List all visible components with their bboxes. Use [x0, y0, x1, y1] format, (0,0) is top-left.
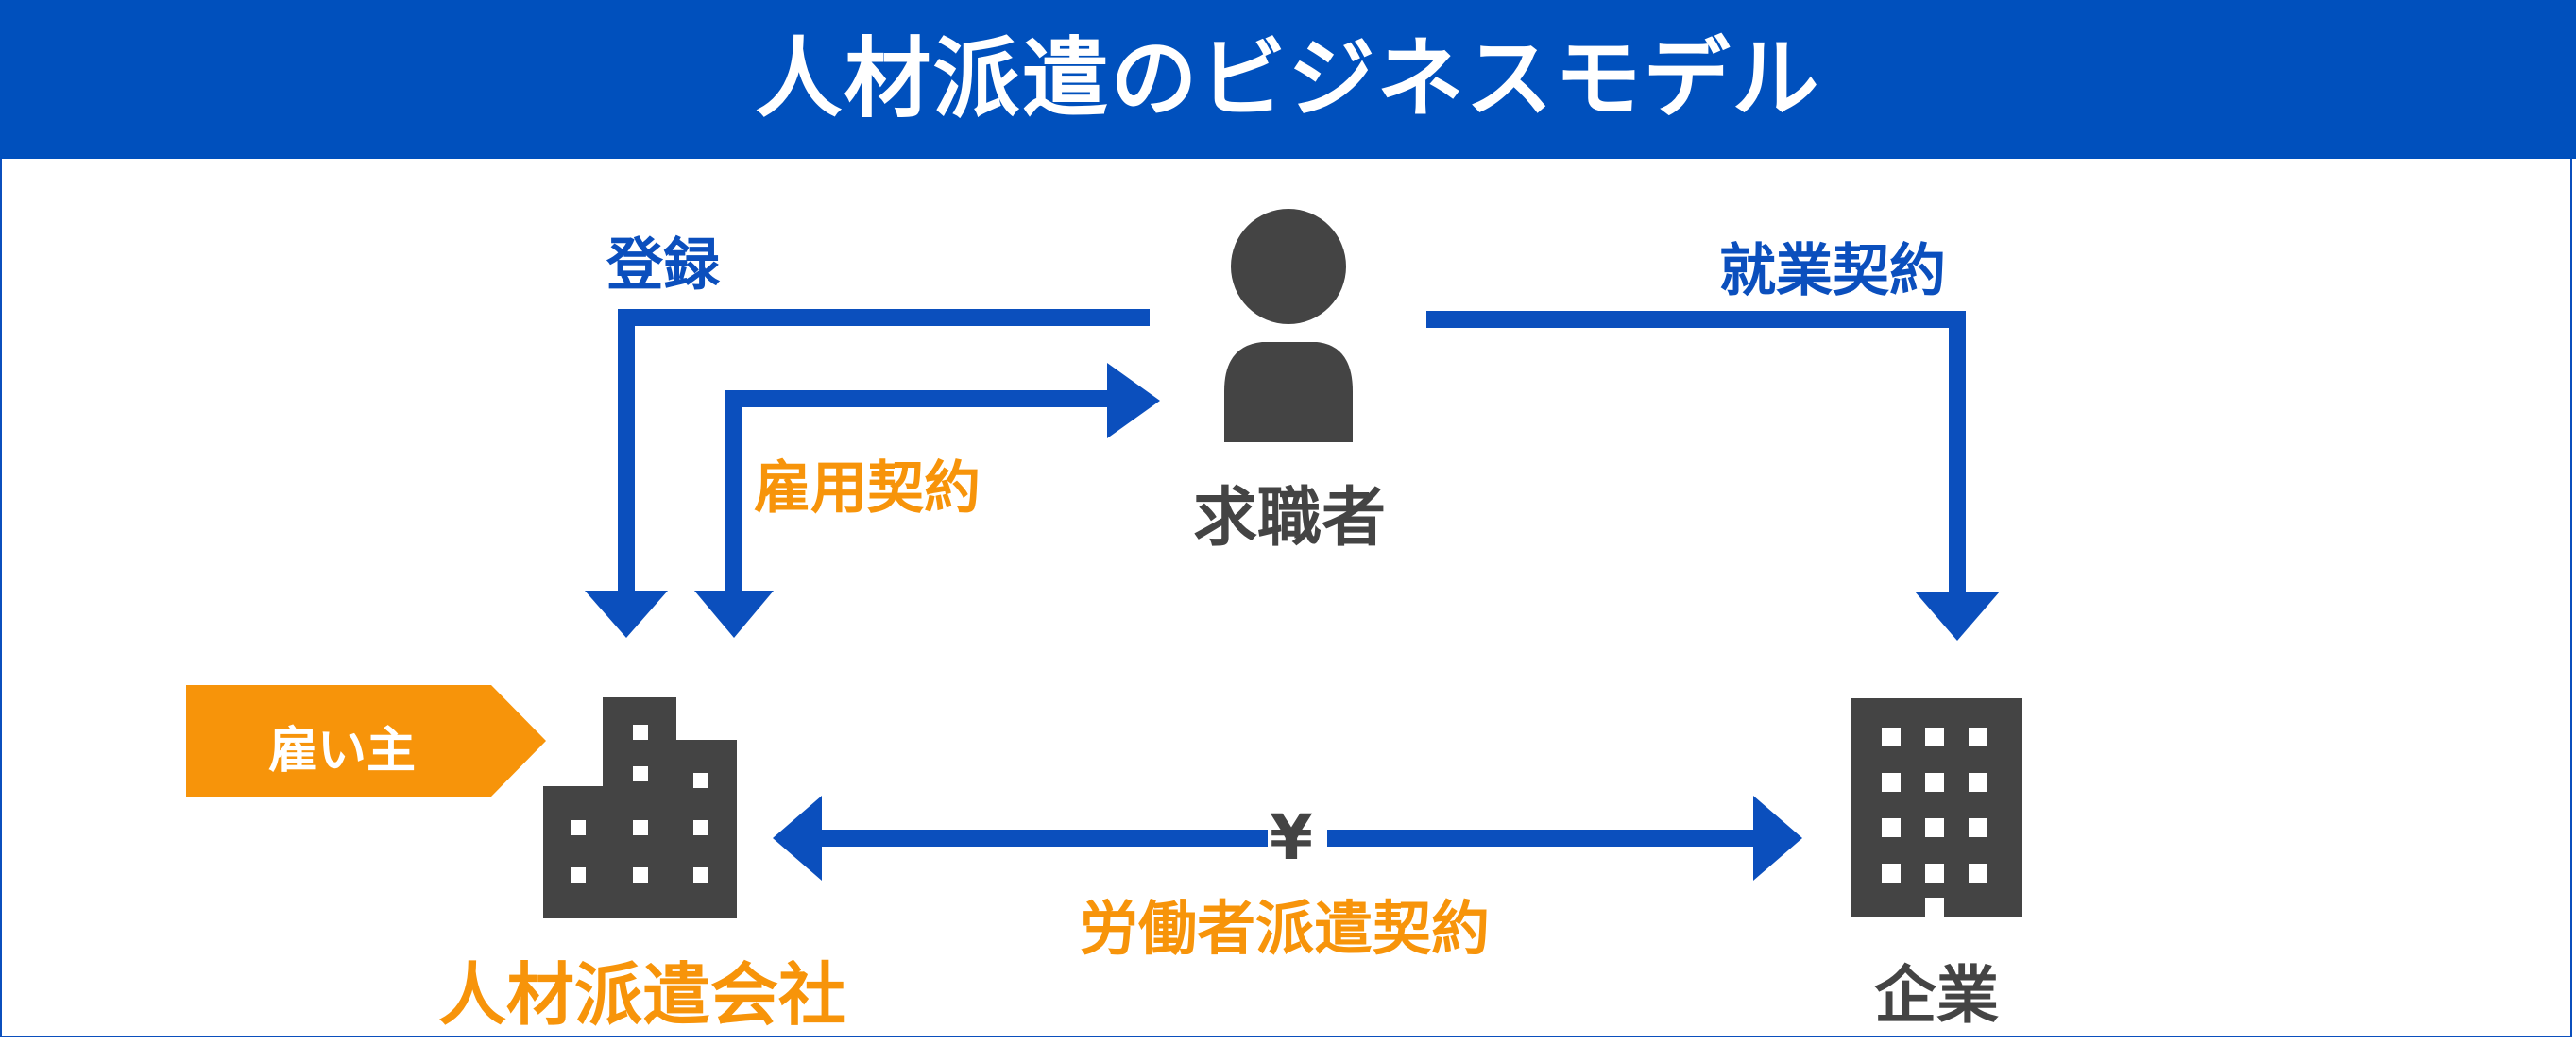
dispatch-contract-arrow	[773, 796, 1802, 881]
company-label: 企業	[1874, 959, 1999, 1032]
title-banner	[0, 0, 2576, 159]
staffing-agency-label: 人材派遣会社	[437, 955, 846, 1035]
registration-label: 登録	[606, 232, 720, 299]
dispatch-contract-label: 労働者派遣契約	[1079, 894, 1490, 963]
employment-contract-arrow	[694, 363, 1160, 638]
office-building-icon	[543, 697, 737, 918]
registration-arrow	[585, 309, 1150, 638]
yen-symbol: ¥	[1270, 801, 1313, 874]
employment-contract-label: 雇用契約	[754, 455, 981, 522]
page-title: 人材派遣のビジネスモデル	[755, 28, 1821, 129]
person-icon	[1224, 209, 1353, 442]
diagram-frame	[0, 0, 2572, 1037]
work-contract-label: 就業契約	[1719, 238, 1946, 304]
building-icon	[1851, 698, 2022, 917]
employer-tag-shape	[186, 685, 546, 797]
job-seeker-label: 求職者	[1192, 481, 1386, 556]
employer-tag: 雇い主	[267, 723, 416, 780]
work-contract-arrow	[1426, 311, 2000, 641]
